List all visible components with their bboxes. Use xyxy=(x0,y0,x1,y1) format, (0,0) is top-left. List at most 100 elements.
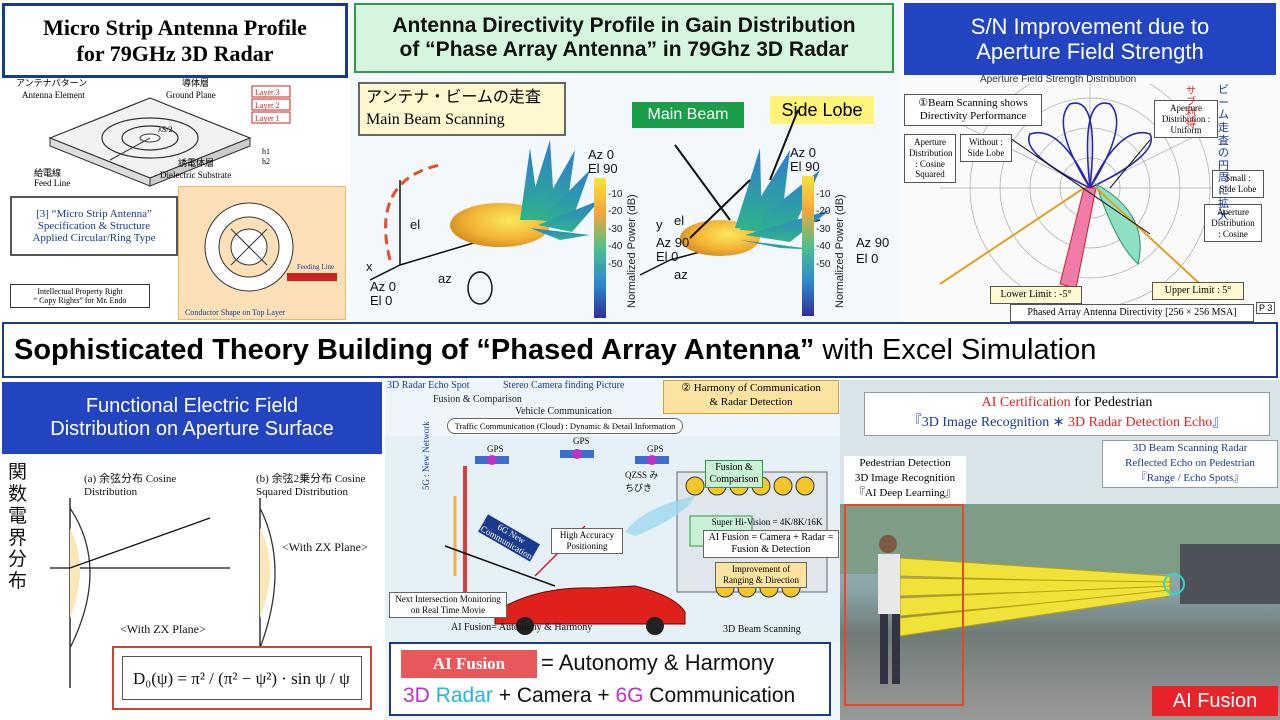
colorbar xyxy=(594,178,606,318)
tick: -40 xyxy=(816,241,831,253)
banner-bold-text: Sophisticated Theory Building of “Phased… xyxy=(14,333,815,366)
spec-box: [3] “Micro Strip Antenna” Specification … xyxy=(10,196,178,256)
axis-label: Az 90 xyxy=(856,235,890,250)
ai-fusion-badge: AI Fusion xyxy=(1152,686,1278,716)
ring-antenna-drawing: Feeding Line xyxy=(204,202,337,292)
title-line: for 79GHz 3D Radar xyxy=(76,40,274,66)
diagram-label: Layer 1 xyxy=(255,114,280,123)
stereo-camera-label: Stereo Camera finding Picture xyxy=(503,380,625,391)
colorbar-ticks: -10 -20 -30 -40 -50 xyxy=(608,186,622,273)
diagram-label: Dielectric Substrate xyxy=(160,170,231,180)
axis-label: Az 0 xyxy=(588,147,615,162)
zx-plane-label: <With ZX Plane> xyxy=(282,540,368,554)
colorbar-label: Normalized Power (dB) xyxy=(626,194,638,308)
zx-plane-label: <With ZX Plane> xyxy=(120,622,206,636)
axis-label: el xyxy=(410,217,421,232)
tick: -10 xyxy=(608,189,623,200)
cert-part: 3D Radar Detection Echo xyxy=(1068,414,1213,430)
ai-fusion-panel: 3D Radar Echo Spot Stereo Camera finding… xyxy=(385,380,840,720)
without-side-lobe-note: Without : Side Lobe xyxy=(960,134,1012,162)
jp-vertical-note: ビーム走査の円周に拡大 xyxy=(1218,84,1229,223)
traffic-comm-cloud: Traffic Communication (Cloud) : Dynamic … xyxy=(447,418,683,434)
diagram-label: h1 xyxy=(262,147,270,156)
note-line: Directivity Performance xyxy=(919,110,1027,123)
panel-title: S/N Improvement due to Aperture Field St… xyxy=(904,3,1276,75)
harmony-line: ② Harmony of Communication xyxy=(681,382,821,394)
tick: -30 xyxy=(816,223,831,235)
title-line: Micro Strip Antenna Profile xyxy=(43,15,307,41)
en-text: Main Beam Scanning xyxy=(366,110,505,128)
side-lobe-label: Side Lobe xyxy=(770,96,874,124)
diagram-label: アンテナパターン xyxy=(16,78,87,88)
certification-box: AI Certification for Pedestrian 『3D Imag… xyxy=(864,392,1270,436)
ped-line: 『AI Deep Learning』 xyxy=(853,486,957,499)
axis-label: y xyxy=(656,217,663,232)
title-line: Antenna Directivity Profile in Gain Dist… xyxy=(392,13,856,37)
diagram-label: 導体層 xyxy=(182,78,209,88)
echo-spot-label: 3D Radar Echo Spot xyxy=(387,380,470,391)
panel-title: Micro Strip Antenna Profile for 79GHz 3D… xyxy=(2,3,348,78)
spec-line: Specification & Structure xyxy=(37,220,151,232)
polar-directivity-plot xyxy=(939,84,1240,304)
colorbar xyxy=(802,176,814,316)
main-banner: Sophisticated Theory Building of “Phased… xyxy=(2,322,1278,378)
combo-3d: 3D xyxy=(403,684,436,707)
combo-comm: Communication xyxy=(643,684,796,707)
copyright-box: Intellectual Property Right “ Copy Right… xyxy=(10,284,150,308)
beam-radar-box: 3D Beam Scanning Radar Reflected Echo on… xyxy=(1102,440,1278,488)
aperture-field-panel: Functional Electric Field Distribution o… xyxy=(0,380,385,720)
combo-6g: 6G xyxy=(615,684,644,707)
colorbar-ticks: -10 -20 -30 -40 -50 xyxy=(816,186,830,273)
tick: -10 xyxy=(816,189,831,200)
beam-scanning-label: アンテナ・ビームの走査 Main Beam Scanning xyxy=(358,82,566,136)
tick: -50 xyxy=(608,258,623,270)
diagram-label: h2 xyxy=(262,157,270,166)
diagram-label: Ground Plane xyxy=(166,90,216,100)
cosine-squared-note: (b) 余弦2乗分布 Cosine Squared Distribution xyxy=(256,473,366,498)
new-network-label: 5G : New Network xyxy=(421,421,431,490)
qzss-label: QZSS みちびき xyxy=(625,470,659,493)
axis-label: El 90 xyxy=(588,161,618,176)
harmony-box: ② Harmony of Communication & Radar Detec… xyxy=(663,380,839,414)
pedestrian-detection-box: Pedestrian Detection 3D Image Recognitio… xyxy=(844,456,966,504)
combo-camera: + Camera + xyxy=(492,684,616,707)
aperture-uniform-note: Aperture Distribution : Uniform xyxy=(1154,100,1218,139)
antenna-structure-diagram: アンテナパターン Antenna Element 導体層 Ground Plan… xyxy=(16,78,291,188)
title-line: Aperture Field Strength xyxy=(976,39,1204,64)
fusion-comparison-box: Fusion & Comparison xyxy=(705,460,763,488)
harmony-line: & Radar Detection xyxy=(709,396,793,409)
main-beam-label: Main Beam xyxy=(632,102,744,128)
ai-fusion-box: AI Fusion = Autonomy & Harmony 3D Radar … xyxy=(389,642,831,716)
diagram-label: 誘電体層 xyxy=(178,157,214,168)
axis-label: Az 0 xyxy=(370,279,397,294)
formula-text: D₀(ψ) = π² / (π² − ψ²) · sin ψ / ψ xyxy=(133,669,350,688)
diagram-label: λS/2 xyxy=(158,125,173,134)
panel-title: Functional Electric Field Distribution o… xyxy=(2,382,382,454)
jp-text: アンテナ・ビームの走査 xyxy=(366,89,541,106)
lower-limit-label: Lower Limit : -5° xyxy=(990,286,1082,304)
chart-subtitle: Aperture Field Strength Distribution xyxy=(980,74,1137,85)
jp-vertical-title: 関数電界分布 xyxy=(8,462,28,593)
directivity-profile-panel: Antenna Directivity Profile in Gain Dist… xyxy=(350,0,900,322)
axis-label: El 90 xyxy=(790,159,820,174)
cert-part: 『3D Image Recognition ∗ xyxy=(907,414,1069,430)
tick: -20 xyxy=(816,206,831,218)
title-line: Functional Electric Field xyxy=(85,395,299,417)
gps-label: GPS xyxy=(573,436,590,446)
diagram-label: Feed Line xyxy=(34,178,70,188)
pedestrian-highlight xyxy=(844,504,964,706)
upper-limit-label: Upper Limit : 5° xyxy=(1152,282,1244,300)
panel-title: Antenna Directivity Profile in Gain Dist… xyxy=(354,3,894,73)
diagram-label: Layer 3 xyxy=(255,88,280,97)
radar-beams xyxy=(840,504,1280,684)
beam-pattern-plots xyxy=(369,109,830,305)
axis-label: El 0 xyxy=(370,293,393,308)
axis-label: x xyxy=(366,259,373,274)
tick: -50 xyxy=(816,258,831,270)
cert-red-text: AI Certification xyxy=(981,395,1071,410)
ped-line: Pedestrian Detection xyxy=(859,457,951,469)
title-line: Distribution on Aperture Surface xyxy=(50,418,334,440)
diagram-label: Layer 2 xyxy=(255,101,280,110)
tick: -30 xyxy=(608,223,623,235)
tick: -40 xyxy=(608,241,623,253)
